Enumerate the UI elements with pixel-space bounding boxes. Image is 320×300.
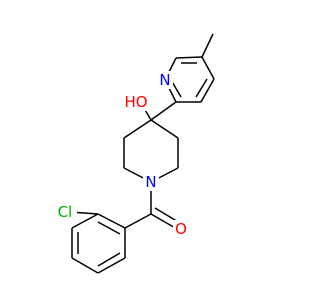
bond-pyridine-1	[201, 56, 215, 80]
bond-pyridine-2	[200, 78, 215, 103]
molecule-structure: N HO N O Cl	[55, 33, 215, 274]
bond-phenyl-5	[97, 257, 126, 274]
atom-chlorine: Cl	[58, 203, 73, 221]
bond-pyridine-piperidine	[150, 101, 177, 121]
atom-n-pyridine: N	[159, 71, 170, 89]
bond-phenyl-1	[97, 213, 126, 229]
atom-labels: N HO N O Cl	[55, 71, 189, 238]
bond-methyl	[201, 33, 214, 58]
bond-piperidine-6	[123, 119, 152, 139]
bond-pyridine-6	[175, 56, 203, 59]
bond-phenyl-2	[71, 213, 99, 229]
bonds	[69, 33, 215, 274]
bond-carbonyl-aryl	[124, 213, 152, 229]
bond-phenyl-5b	[97, 252, 121, 267]
bond-phenyl-4	[71, 257, 99, 274]
bond-carbonyl-o-1	[150, 213, 178, 230]
atom-hydroxyl: HO	[124, 93, 147, 111]
bond-piperidine-1	[150, 119, 179, 139]
atom-o-carbonyl: O	[175, 220, 187, 238]
atom-n-piperidine: N	[145, 173, 156, 191]
bond-phenyl-1b	[97, 221, 121, 235]
bond-pyridine-2b	[195, 78, 208, 98]
